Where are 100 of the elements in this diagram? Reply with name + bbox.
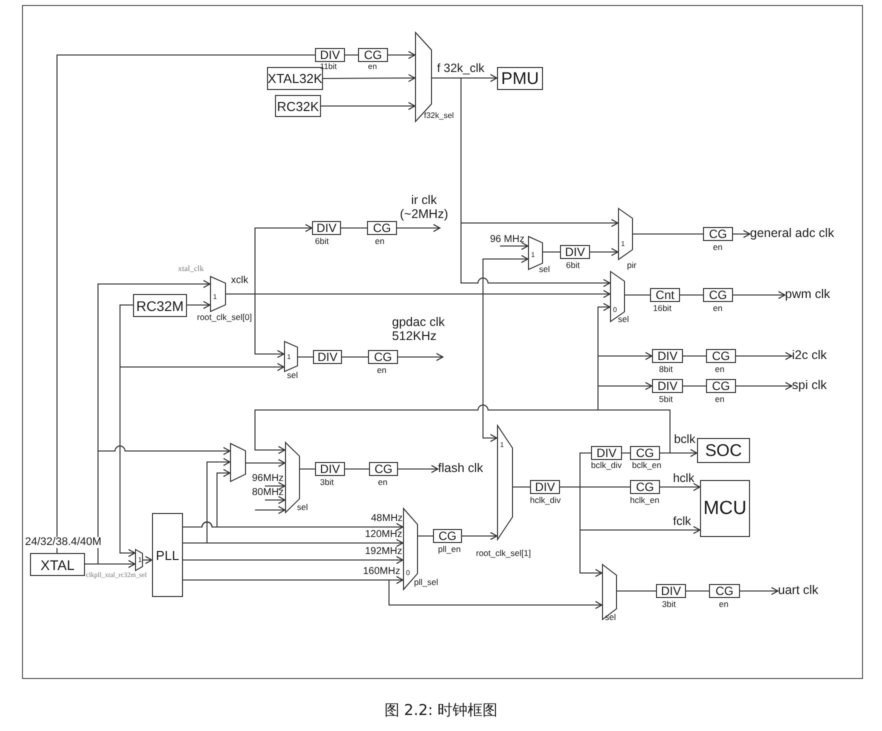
arrow xyxy=(560,486,602,577)
clock-gate-block: CG xyxy=(358,48,388,62)
arrow xyxy=(398,465,438,473)
oscillator-box: RC32M xyxy=(133,294,187,317)
block-caption: 11bit xyxy=(320,63,337,71)
edge-label: 96 MHz xyxy=(490,235,524,245)
connector-line xyxy=(616,590,656,592)
arrow xyxy=(254,506,286,514)
oscillator-box: RC32K xyxy=(275,95,321,117)
edge-label: 48MHz xyxy=(371,514,403,524)
output-label: i2c clk xyxy=(792,348,842,365)
connector-line xyxy=(56,54,316,554)
block-caption: pll_en xyxy=(438,545,461,554)
edge-label: fclk xyxy=(673,515,691,527)
select-label: pir xyxy=(627,261,636,270)
divider-block: DIV xyxy=(652,379,683,393)
block-caption: hclk_div xyxy=(530,496,561,504)
arrow xyxy=(84,560,136,568)
arrow xyxy=(732,291,786,299)
arrow xyxy=(732,230,750,238)
block-caption: en xyxy=(713,304,722,312)
divider-block: DIV xyxy=(560,245,590,259)
connector-line xyxy=(686,590,710,592)
connector-line xyxy=(680,294,704,296)
arrow xyxy=(320,102,416,110)
connector-line xyxy=(512,486,530,488)
block-caption: en xyxy=(713,243,722,252)
arrow xyxy=(388,51,416,59)
block-caption: 5bit xyxy=(659,395,673,404)
arrow xyxy=(660,483,700,491)
arrow xyxy=(660,449,698,457)
select-label: sel xyxy=(287,371,298,380)
arrow xyxy=(500,242,528,250)
output-label: spi clk xyxy=(792,378,842,395)
clock-gate-block: CG xyxy=(369,462,398,476)
edge-label: xclk xyxy=(231,276,248,286)
connector-line xyxy=(298,356,314,358)
arrow xyxy=(322,74,416,82)
select-label: root_clk_sel[1] xyxy=(476,549,531,558)
block-caption: 6bit xyxy=(315,237,329,246)
arrow xyxy=(462,532,498,540)
block-caption: bclk_en xyxy=(632,461,662,470)
output-label: general adc clk xyxy=(750,226,845,243)
edge-label: 192MHz xyxy=(365,547,402,557)
block-caption: 3bit xyxy=(662,600,676,608)
divider-block: DIV xyxy=(312,221,341,235)
arrow xyxy=(182,522,404,531)
arrow xyxy=(120,304,136,557)
edge-label: bclk xyxy=(674,433,696,445)
select-label: f32k_sel xyxy=(424,112,454,120)
clock-gate-block: CG xyxy=(706,349,736,363)
select-label: sel xyxy=(605,613,616,622)
module-box: PMU xyxy=(497,67,543,90)
arrow xyxy=(264,496,286,504)
arrow xyxy=(396,224,440,232)
clock-gate-block: CG xyxy=(630,480,660,494)
figure-caption: 图 2.2: 时钟框图 xyxy=(383,703,499,718)
select-label: sel xyxy=(297,503,308,512)
output-label: flash clk xyxy=(438,461,498,478)
divider-block: DIV xyxy=(591,446,622,460)
edge-label: 80MHz xyxy=(252,488,284,498)
connector-line xyxy=(300,468,316,470)
edge-label: hclk xyxy=(673,472,694,484)
counter-block: Cnt xyxy=(650,288,680,302)
block-caption: en xyxy=(368,63,377,71)
divider-block: DIV xyxy=(315,48,345,62)
block-caption: en xyxy=(378,478,388,486)
block-caption: en xyxy=(377,366,386,374)
edge-label: 120MHz xyxy=(365,530,402,540)
clock-gate-block: CG xyxy=(706,379,736,393)
module-box: SOC xyxy=(697,438,750,463)
arrow xyxy=(246,459,286,467)
clock-gate-block: CG xyxy=(703,227,733,241)
block-caption: 6bit xyxy=(566,261,580,270)
clock-gate-block: CG xyxy=(368,350,398,364)
arrow xyxy=(736,352,792,360)
divider-block: DIV xyxy=(315,462,345,476)
arrow xyxy=(182,539,404,547)
connector-line xyxy=(344,468,370,470)
clock-gate-block: CG xyxy=(433,529,462,543)
divider-block: DIV xyxy=(652,349,683,363)
block-caption: 8bit xyxy=(659,365,673,374)
edge-label: 96MHz xyxy=(252,474,284,484)
pll-box: PLL xyxy=(152,513,183,597)
arrow xyxy=(736,382,792,390)
connector-line xyxy=(622,452,630,454)
output-label: ir clk (~2MHz) xyxy=(398,193,450,228)
block-caption: en xyxy=(715,395,724,404)
arrow xyxy=(398,353,444,361)
block-caption: en xyxy=(715,365,724,374)
clock-gate-block: CG xyxy=(367,221,397,235)
edge-label: f 32k_clk xyxy=(437,62,484,74)
block-caption: en xyxy=(375,237,384,246)
output-label: pwm clk xyxy=(785,287,845,304)
arrow xyxy=(740,587,778,595)
frequency-label: 24/32/38.4/40M xyxy=(25,537,102,548)
block-caption: bclk_div xyxy=(591,461,622,470)
module-box: MCU xyxy=(700,480,750,537)
block-caption: en xyxy=(719,600,728,608)
divider-block: DIV xyxy=(313,350,342,364)
